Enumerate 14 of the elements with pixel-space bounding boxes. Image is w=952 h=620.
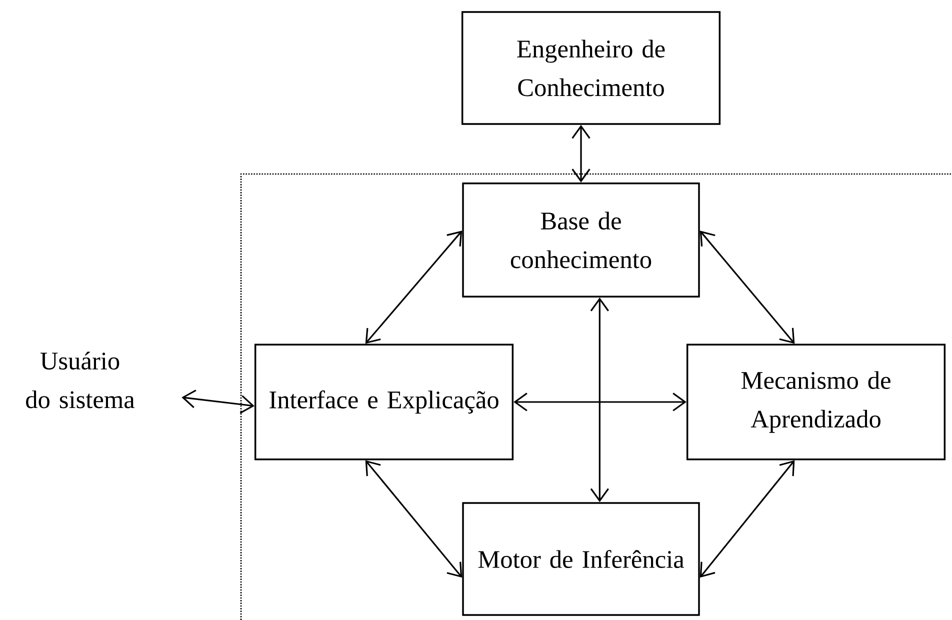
process-box: Motor de Inferência [462,502,700,616]
arrow [365,230,462,344]
arrow [514,392,686,412]
process-box: Interface e Explicação [254,344,514,460]
process-box: Mecanismo de Aprendizado [686,344,946,460]
arrow [182,390,254,414]
actor-label: Usuário do sistema [5,340,155,420]
process-box: Base de conhecimento [462,182,700,298]
arrow [590,298,609,502]
arrow [572,124,590,182]
process-box: Engenheiro de Conhecimento [461,11,721,125]
arrow [700,230,795,344]
arrow [700,460,795,578]
arrow [365,460,462,578]
